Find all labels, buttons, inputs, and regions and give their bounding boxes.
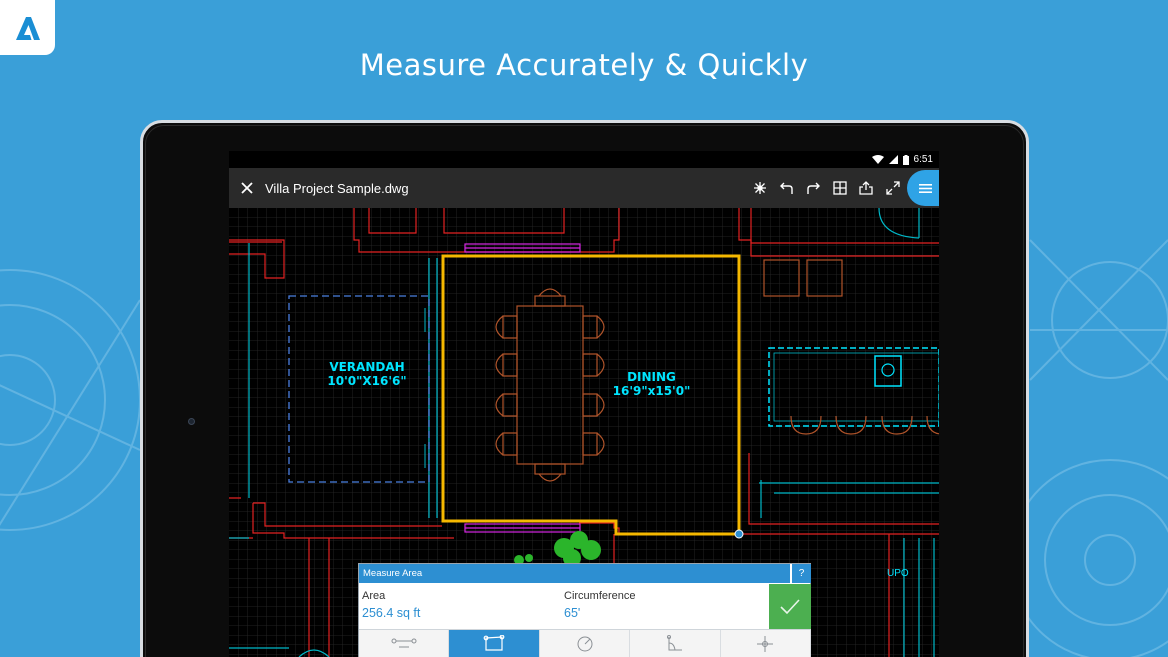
mode-area[interactable]	[449, 630, 540, 657]
status-time: 6:51	[913, 154, 933, 165]
fullscreen-icon	[886, 181, 900, 195]
coordinate-mode-icon	[757, 636, 774, 652]
radius-mode-icon	[577, 636, 593, 652]
undo-icon	[779, 182, 793, 194]
confirm-button[interactable]	[769, 584, 811, 629]
close-button[interactable]	[229, 168, 265, 208]
mode-distance[interactable]	[359, 630, 450, 657]
snap-button[interactable]	[747, 168, 774, 208]
wifi-icon	[871, 155, 884, 164]
close-icon	[241, 182, 253, 194]
area-value: 256.4 sq ft	[362, 606, 421, 620]
share-button[interactable]	[853, 168, 880, 208]
drawing-canvas[interactable]	[229, 208, 939, 657]
fullscreen-button[interactable]	[880, 168, 907, 208]
measure-results: Area 256.4 sq ft Circumference 65'	[359, 583, 769, 628]
app-toolbar: Villa Project Sample.dwg	[229, 168, 939, 208]
checkmark-icon	[780, 598, 800, 614]
redo-button[interactable]	[800, 168, 827, 208]
area-mode-icon	[483, 635, 505, 651]
room-label-dining: DINING 16'9"x15'0"	[612, 370, 691, 398]
app-screen: 6:51 Villa Project Sample.dwg	[229, 151, 939, 657]
distance-mode-icon	[391, 638, 417, 648]
layers-button[interactable]	[827, 168, 854, 208]
layers-icon	[833, 181, 847, 195]
snap-icon	[754, 182, 767, 194]
area-label: Area	[362, 590, 386, 602]
menu-button[interactable]	[907, 170, 939, 206]
document-title: Villa Project Sample.dwg	[265, 180, 409, 196]
measure-mode-bar	[359, 629, 812, 657]
panel-title: Measure Area	[359, 564, 790, 583]
mode-angle[interactable]	[630, 630, 721, 657]
circumference-label: Circumference	[564, 590, 636, 602]
circumference-value: 65'	[564, 606, 581, 620]
drawing-label-partial: UPO	[887, 568, 909, 579]
room-label-verandah: VERANDAH 10'0"X16'6"	[327, 360, 407, 388]
measure-area-panel: Measure Area ? Area 256.4 sq ft Circumfe…	[358, 563, 812, 657]
redo-icon	[807, 182, 821, 194]
battery-icon	[902, 154, 909, 165]
mode-coordinate[interactable]	[721, 630, 812, 657]
angle-mode-icon	[666, 635, 682, 651]
signal-icon	[888, 155, 898, 164]
help-button[interactable]: ?	[792, 564, 811, 583]
camera-icon	[188, 418, 195, 425]
undo-button[interactable]	[774, 168, 801, 208]
hamburger-icon	[919, 183, 932, 193]
page-headline: Measure Accurately & Quickly	[359, 48, 809, 82]
mode-radius[interactable]	[540, 630, 631, 657]
share-icon	[859, 181, 873, 195]
status-bar: 6:51	[229, 151, 939, 168]
toolbar-tools	[747, 168, 906, 208]
autocad-logo	[0, 0, 55, 55]
